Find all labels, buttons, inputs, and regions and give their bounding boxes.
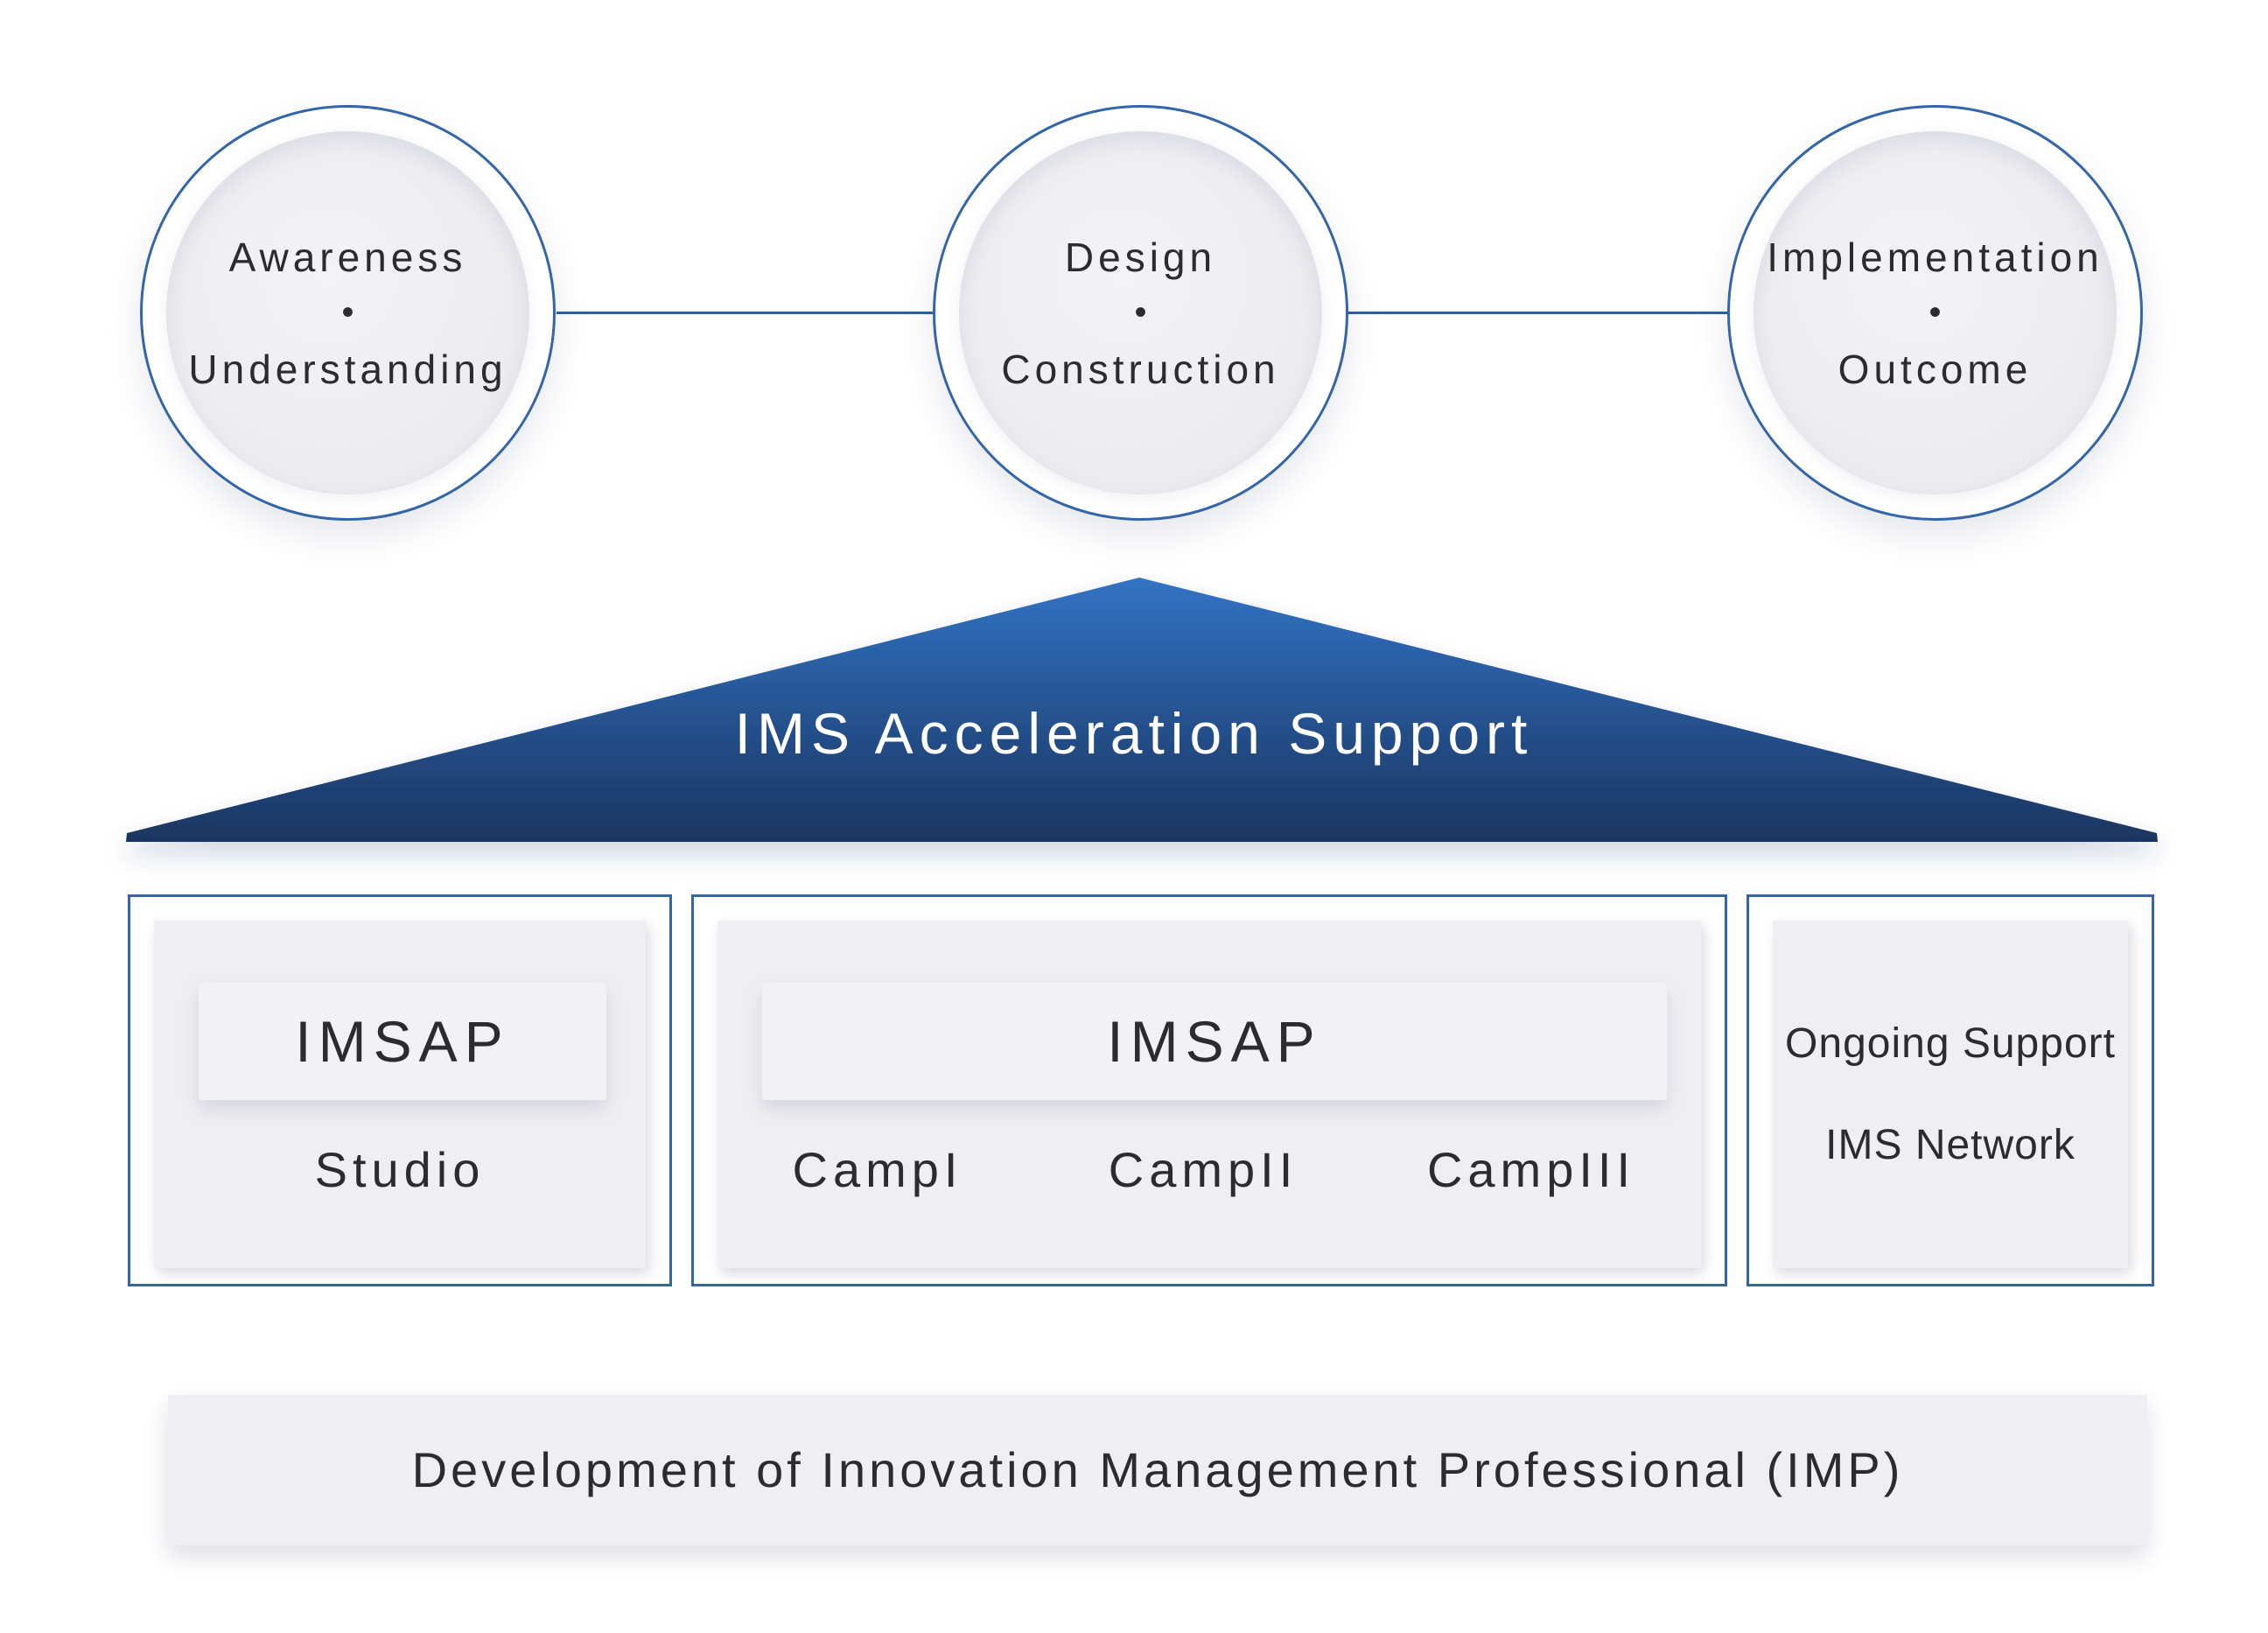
connector-line-2 <box>1348 312 1732 314</box>
ongoing-support-label: Ongoing Support <box>1785 1020 2116 1067</box>
phase-label-top: Implementation <box>1767 234 2104 280</box>
phase-circle-inner: Design • Construction <box>959 131 1322 494</box>
phase-circle-design: Design • Construction <box>933 105 1348 521</box>
phase-separator-dot: • <box>1928 292 1942 332</box>
connector-line-1 <box>556 312 934 314</box>
ims-network-label: IMS Network <box>1825 1122 2076 1168</box>
phase-label-bottom: Construction <box>1001 346 1280 392</box>
imsap-title: IMSAP <box>1107 1009 1322 1074</box>
pillar-ongoing-support: Ongoing Support IMS Network <box>1746 894 2154 1286</box>
camp-2-label: CampII <box>1108 1142 1298 1197</box>
imsap-label-box: IMSAP <box>199 983 606 1100</box>
pillar-panel <box>1773 921 2128 1268</box>
phase-separator-dot: • <box>1134 292 1147 332</box>
imsap-label-box: IMSAP <box>762 983 1667 1100</box>
studio-label: Studio <box>314 1142 486 1197</box>
phase-circle-awareness: Awareness • Understanding <box>140 105 556 521</box>
camp-3-label: CampIII <box>1426 1142 1636 1197</box>
phase-circle-inner: Awareness • Understanding <box>166 131 529 494</box>
roof-title: IMS Acceleration Support <box>734 701 1534 766</box>
camp-1-label: CampI <box>792 1142 963 1197</box>
phase-circle-implementation: Implementation • Outcome <box>1727 105 2143 521</box>
foundation-bar: Development of Innovation Management Pro… <box>168 1395 2147 1545</box>
phase-label-top: Awareness <box>228 234 467 280</box>
foundation-label: Development of Innovation Management Pro… <box>411 1442 1904 1497</box>
phase-label-bottom: Outcome <box>1838 346 2033 392</box>
pillar-studio: IMSAP Studio <box>128 894 672 1286</box>
phase-label-top: Design <box>1064 234 1217 280</box>
phase-circle-inner: Implementation • Outcome <box>1754 131 2117 494</box>
roof-triangle <box>126 578 2158 842</box>
imsap-title: IMSAP <box>295 1009 510 1074</box>
phase-label-bottom: Understanding <box>188 346 508 392</box>
phase-separator-dot: • <box>341 292 354 332</box>
pillar-camps: IMSAP CampI CampII CampIII <box>691 894 1727 1286</box>
